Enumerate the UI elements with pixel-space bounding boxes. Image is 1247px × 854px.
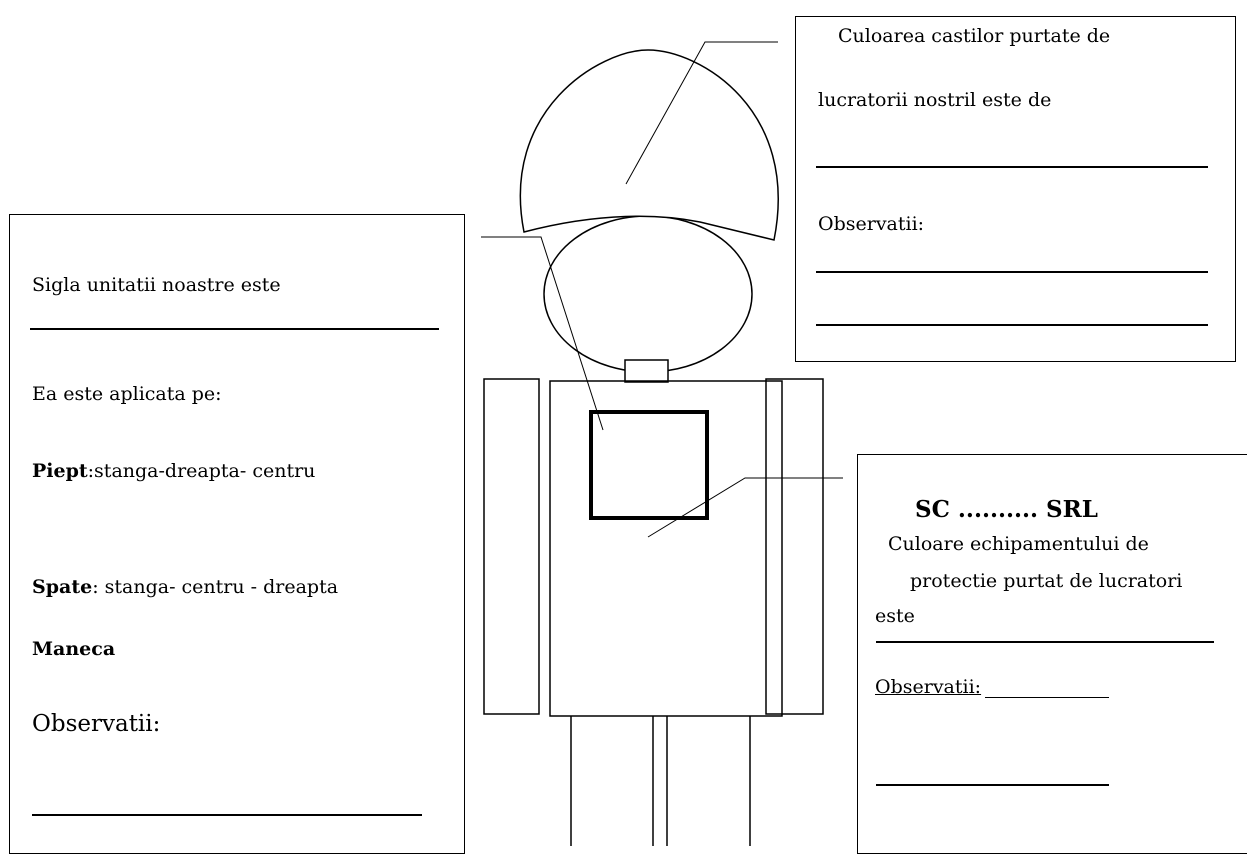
worker-right-arm	[765, 378, 824, 715]
worker-neck	[624, 359, 669, 383]
helmet-text-line2: lucratorii nostril este de	[818, 89, 1052, 111]
helmet-text-line1: Culoarea castilor purtate de	[838, 25, 1111, 47]
logo-observatii-label: Observatii:	[32, 711, 161, 737]
helmet-observatii-line-2[interactable]	[816, 324, 1208, 326]
chest-options: :stanga-dreapta- centru	[87, 460, 316, 482]
worker-head	[543, 215, 753, 373]
logo-applied-on: Ea este aplicata pe:	[32, 383, 222, 405]
chest-label: Piept	[32, 460, 88, 482]
helmet-observatii-label: Observatii:	[818, 213, 925, 235]
company-name: SC .......... SRL	[915, 496, 1098, 523]
equipment-text-line3: este	[875, 605, 915, 627]
worker-left-arm	[483, 378, 540, 715]
helmet-icon	[519, 49, 779, 241]
chest-logo-square	[589, 410, 709, 520]
logo-answer-line[interactable]	[30, 328, 439, 330]
equipment-observatii-underline[interactable]	[985, 697, 1109, 698]
back-label: Spate	[32, 576, 93, 598]
logo-chest-row: Piept:stanga-dreapta- centru	[32, 460, 315, 484]
equipment-text-line1: Culoare echipamentului de	[888, 533, 1149, 555]
logo-observatii-line[interactable]	[32, 814, 422, 816]
sleeve-label: Maneca	[32, 638, 116, 660]
logo-back-row: Spate: stanga- centru - dreapta	[32, 576, 338, 600]
helmet-observatii-line-1[interactable]	[816, 271, 1208, 273]
equipment-observatii-line[interactable]	[876, 784, 1109, 786]
helmet-answer-line[interactable]	[816, 166, 1208, 168]
worker-torso	[549, 380, 783, 717]
equipment-observatii-label: Observatii:	[875, 676, 982, 698]
helmet-color-box	[795, 16, 1236, 362]
logo-text-line1: Sigla unitatii noastre este	[32, 274, 281, 296]
equipment-text-line2: protectie purtat de lucratori	[910, 570, 1183, 592]
equipment-answer-line[interactable]	[876, 641, 1214, 643]
equipment-leader-line	[647, 477, 843, 538]
logo-box	[9, 214, 465, 854]
back-options: : stanga- centru - dreapta	[92, 576, 339, 598]
logo-leader-line	[481, 236, 604, 431]
helmet-leader-line	[625, 41, 778, 185]
